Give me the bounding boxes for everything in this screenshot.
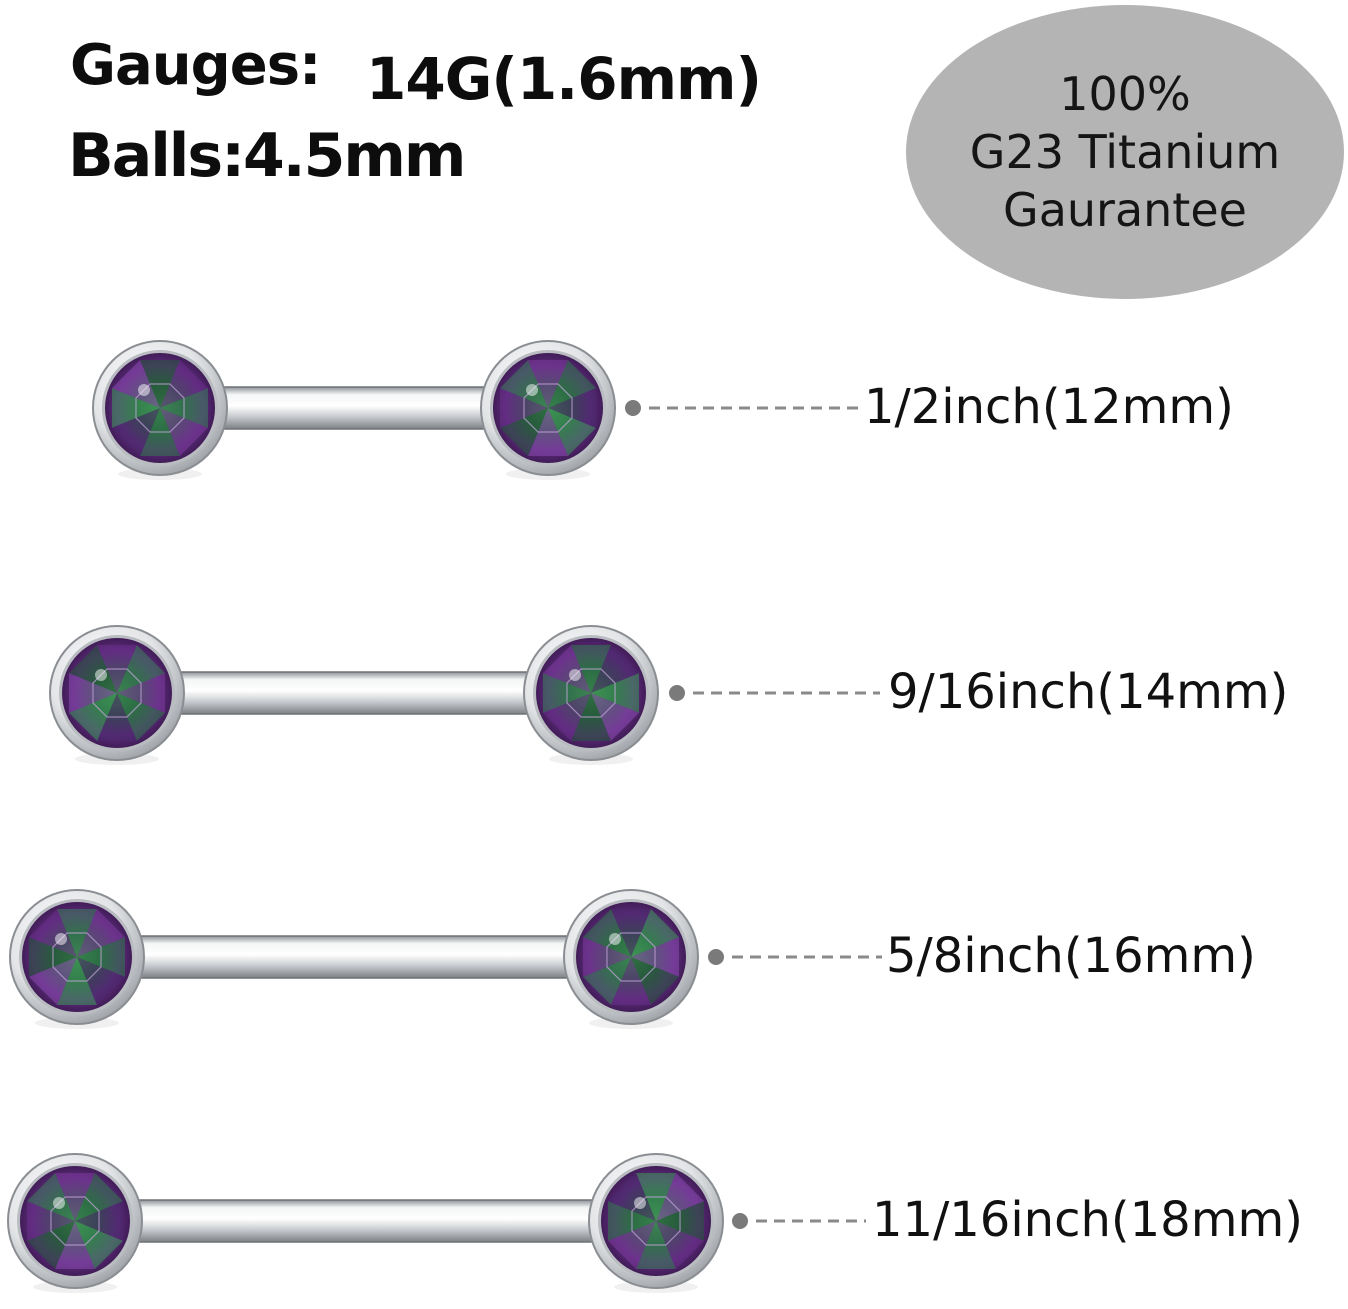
barbell-4 [7,1153,724,1293]
size-label-4: 11/16inch(18mm) [872,1192,1303,1248]
gem-ball-right [523,625,659,765]
badge-line-2: G23 Titanium [969,125,1281,179]
gem-ball-right [588,1153,724,1293]
gem-ball-left [92,340,228,480]
gem-ball-right [563,889,699,1029]
size-leader-line [669,685,880,701]
gauge-value: 14G(1.6mm) [366,45,762,113]
size-leader-line [625,400,860,416]
titanium-guarantee-badge: 100% G23 Titanium Gaurantee [906,5,1344,299]
ball-size-label: Balls:4.5mm [68,121,466,191]
badge-line-1: 100% [1059,67,1191,121]
size-label-2: 9/16inch(14mm) [888,664,1289,720]
gem-ball-right [480,340,616,480]
barbell-shaft [209,386,499,430]
badge-line-3: Gaurantee [1003,183,1247,237]
barbell-shaft [166,671,542,715]
gem-ball-left [7,1153,143,1293]
barbell-shaft [126,935,582,979]
barbell-shaft [124,1199,607,1243]
barbell-2 [49,625,659,765]
gauge-label: Gauges: [70,33,321,98]
size-label-1: 1/2inch(12mm) [864,379,1234,435]
barbell-1 [92,340,616,480]
barbell-3 [9,889,699,1029]
gem-ball-left [49,625,185,765]
size-leader-line [732,1213,866,1229]
gem-ball-left [9,889,145,1029]
size-label-3: 5/8inch(16mm) [886,928,1256,984]
size-leader-line [708,949,882,965]
